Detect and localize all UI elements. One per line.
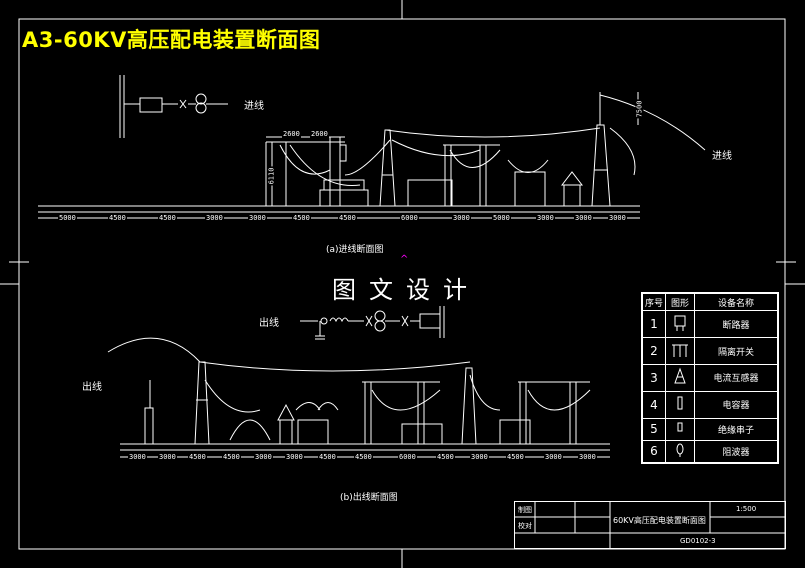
legend-row: 3 电流互感器 xyxy=(642,364,778,392)
drawing-name: 60KV高压配电装置断面图 xyxy=(613,516,706,525)
dimension-label: 4500 xyxy=(158,214,177,222)
equipment-legend: 序号 图形 设备名称 1 断路器 2 隔离开关 3 电流互感器 4 电容器 5 … xyxy=(641,292,779,464)
height-label-right: 7500 xyxy=(635,99,644,119)
dimension-label: 3000 xyxy=(452,214,471,222)
drawing-number: GD0102-3 xyxy=(680,537,716,545)
dimension-label: 5000 xyxy=(492,214,511,222)
dimension-label: 6000 xyxy=(400,214,419,222)
legend-header-name: 设备名称 xyxy=(694,292,778,312)
legend-row-name: 阻波器 xyxy=(694,439,778,464)
legend-row-number: 2 xyxy=(642,337,666,366)
legend-row-number: 5 xyxy=(642,417,666,441)
legend-header-symbol: 图形 xyxy=(665,292,695,312)
dimension-label: 4500 xyxy=(292,214,311,222)
disconnector-icon xyxy=(665,337,695,366)
legend-row-name: 电流互感器 xyxy=(694,364,778,392)
legend-row-name: 电容器 xyxy=(694,390,778,419)
legend-row: 5 绝缘串子 xyxy=(642,417,778,441)
breaker-icon xyxy=(665,310,695,339)
legend-row-number: 1 xyxy=(642,310,666,339)
dimension-label: 3000 xyxy=(158,453,177,461)
legend-row: 6 阻波器 xyxy=(642,439,778,464)
incoming-line-label-a-right: 进线 xyxy=(712,151,732,162)
watermark-text: 图文设计 xyxy=(332,276,480,304)
title-block: 制图 校对 60KV高压配电装置断面图 1:500 GD0102-3 xyxy=(514,501,786,549)
dimension-label: 3000 xyxy=(128,453,147,461)
dimension-label: 3000 xyxy=(536,214,555,222)
dimension-label: 2600 xyxy=(310,130,329,138)
dimension-label: 6000 xyxy=(398,453,417,461)
section-a-diagram xyxy=(38,75,706,219)
insulator-string-icon xyxy=(665,417,695,441)
dimension-label: 3000 xyxy=(470,453,489,461)
dimension-label: 4500 xyxy=(108,214,127,222)
dimension-label: 4500 xyxy=(338,214,357,222)
outgoing-line-label-top: 出线 xyxy=(259,318,279,329)
legend-header-row: 序号 图形 设备名称 xyxy=(642,292,778,312)
dimension-label: 3000 xyxy=(254,453,273,461)
legend-row: 4 电容器 xyxy=(642,390,778,419)
dimension-label: 5000 xyxy=(58,214,77,222)
magenta-marker: ^ xyxy=(400,254,408,265)
legend-row-number: 3 xyxy=(642,364,666,392)
section-a-caption: (a)进线断面图 xyxy=(326,245,384,255)
incoming-line-label-a: 进线 xyxy=(244,101,264,112)
legend-row-name: 断路器 xyxy=(694,310,778,339)
current-transformer-icon xyxy=(665,364,695,392)
dimension-label: 4500 xyxy=(222,453,241,461)
legend-row-name: 隔离开关 xyxy=(694,337,778,366)
capacitor-icon xyxy=(665,390,695,419)
dimension-label: 4500 xyxy=(436,453,455,461)
legend-row-number: 4 xyxy=(642,390,666,419)
drawing-title: A3-60KV高压配电装置断面图 xyxy=(22,28,321,52)
dimension-label: 4500 xyxy=(188,453,207,461)
section-b-caption: (b)出线断面图 xyxy=(340,493,398,503)
legend-row: 1 断路器 xyxy=(642,310,778,339)
wave-trap-icon xyxy=(665,439,695,464)
dimension-label: 3000 xyxy=(248,214,267,222)
drawn-by-label: 制图 xyxy=(518,506,532,514)
dimension-label: 3000 xyxy=(205,214,224,222)
dimension-label: 3000 xyxy=(608,214,627,222)
dimension-label: 4500 xyxy=(506,453,525,461)
legend-row: 2 隔离开关 xyxy=(642,337,778,366)
checked-by-label: 校对 xyxy=(518,522,532,530)
legend-row-name: 绝缘串子 xyxy=(694,417,778,441)
height-label: 6110 xyxy=(267,166,276,186)
dimension-label: 3000 xyxy=(574,214,593,222)
dimension-label: 4500 xyxy=(354,453,373,461)
legend-header-no: 序号 xyxy=(642,292,666,312)
dimension-label: 4500 xyxy=(318,453,337,461)
legend-table: 序号 图形 设备名称 1 断路器 2 隔离开关 3 电流互感器 4 电容器 5 … xyxy=(642,292,778,464)
legend-row-number: 6 xyxy=(642,439,666,464)
dimension-label: 3000 xyxy=(578,453,597,461)
outgoing-line-label-left: 出线 xyxy=(82,382,102,393)
title-block-grid xyxy=(515,502,785,548)
drawing-scale: 1:500 xyxy=(736,505,757,513)
dimension-label: 3000 xyxy=(544,453,563,461)
dimension-label: 2600 xyxy=(282,130,301,138)
section-b-diagram xyxy=(107,306,610,458)
dimension-label: 3000 xyxy=(285,453,304,461)
